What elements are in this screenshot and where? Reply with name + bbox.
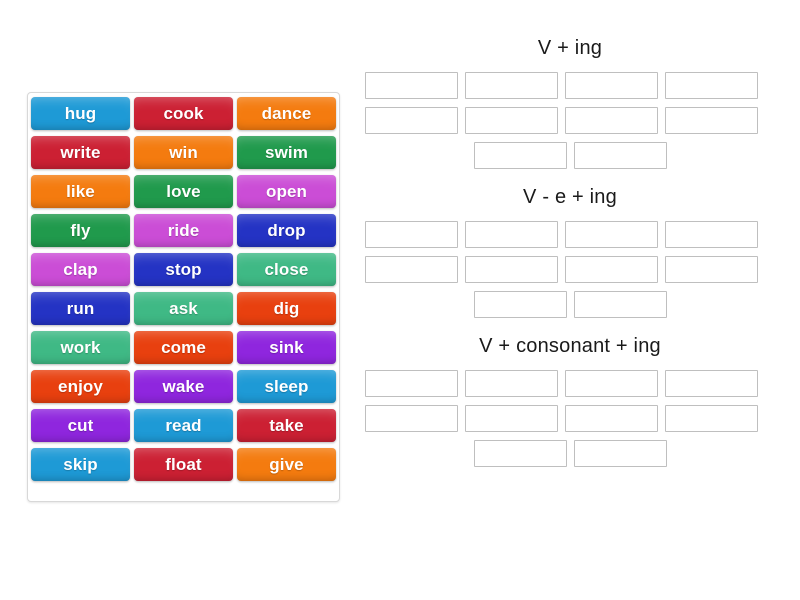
word-tile[interactable]: skip xyxy=(31,448,130,481)
drop-slot[interactable] xyxy=(573,142,667,169)
drop-slot[interactable] xyxy=(365,221,458,248)
drop-slot[interactable] xyxy=(665,221,758,248)
slot-row xyxy=(365,370,775,397)
word-tile[interactable]: drop xyxy=(237,214,336,247)
word-tile[interactable]: work xyxy=(31,331,130,364)
word-tile[interactable]: dance xyxy=(237,97,336,130)
drop-slot[interactable] xyxy=(665,72,758,99)
word-tile[interactable]: cut xyxy=(31,409,130,442)
word-tile[interactable]: hug xyxy=(31,97,130,130)
word-tile[interactable]: like xyxy=(31,175,130,208)
drop-slot[interactable] xyxy=(565,405,658,432)
word-tile[interactable]: swim xyxy=(237,136,336,169)
word-tile[interactable]: sink xyxy=(237,331,336,364)
word-tile[interactable]: enjoy xyxy=(31,370,130,403)
group-title: V - e + ing xyxy=(523,186,617,208)
drop-slot[interactable] xyxy=(473,440,567,467)
group-columns: V + ing V - e + ing V + consonant + ing xyxy=(365,36,775,483)
word-tile[interactable]: cook xyxy=(134,97,233,130)
group-section: V - e + ing xyxy=(365,185,775,318)
drop-slot[interactable] xyxy=(365,107,458,134)
word-tile[interactable]: read xyxy=(134,409,233,442)
slot-row xyxy=(365,291,775,318)
drop-slot[interactable] xyxy=(465,107,558,134)
drop-slot[interactable] xyxy=(465,72,558,99)
drop-slot[interactable] xyxy=(573,291,667,318)
word-tile[interactable]: stop xyxy=(134,253,233,286)
drop-slot[interactable] xyxy=(565,256,658,283)
drop-slot[interactable] xyxy=(665,370,758,397)
word-tile[interactable]: wake xyxy=(134,370,233,403)
slot-row xyxy=(365,142,775,169)
drop-slot[interactable] xyxy=(365,370,458,397)
word-tile[interactable]: take xyxy=(237,409,336,442)
word-tile[interactable]: love xyxy=(134,175,233,208)
word-tile[interactable]: write xyxy=(31,136,130,169)
word-tile[interactable]: sleep xyxy=(237,370,336,403)
drop-slot[interactable] xyxy=(565,107,658,134)
word-tile[interactable]: ride xyxy=(134,214,233,247)
word-tile[interactable]: ask xyxy=(134,292,233,325)
group-title: V + ing xyxy=(537,37,603,59)
word-tile[interactable]: close xyxy=(237,253,336,286)
group-section: V + ing xyxy=(365,36,775,169)
slot-row xyxy=(365,72,775,99)
drop-slot[interactable] xyxy=(465,221,558,248)
drop-slot[interactable] xyxy=(473,142,567,169)
word-tile[interactable]: come xyxy=(134,331,233,364)
drop-slot[interactable] xyxy=(365,256,458,283)
drop-slot[interactable] xyxy=(473,291,567,318)
word-tile[interactable]: open xyxy=(237,175,336,208)
word-tile[interactable]: clap xyxy=(31,253,130,286)
drop-slot[interactable] xyxy=(365,72,458,99)
drop-slot[interactable] xyxy=(465,370,558,397)
slot-row xyxy=(365,440,775,467)
drop-slot[interactable] xyxy=(573,440,667,467)
word-tile[interactable]: fly xyxy=(31,214,130,247)
drop-slot[interactable] xyxy=(665,256,758,283)
drop-slot[interactable] xyxy=(665,107,758,134)
word-tile[interactable]: give xyxy=(237,448,336,481)
drop-slot[interactable] xyxy=(665,405,758,432)
word-tile[interactable]: float xyxy=(134,448,233,481)
drop-slot[interactable] xyxy=(565,72,658,99)
drop-slot[interactable] xyxy=(565,370,658,397)
slot-row xyxy=(365,256,775,283)
group-title: V + consonant + ing xyxy=(479,335,661,357)
slot-row xyxy=(365,221,775,248)
drop-slot[interactable] xyxy=(465,405,558,432)
word-tile[interactable]: run xyxy=(31,292,130,325)
word-tile[interactable]: dig xyxy=(237,292,336,325)
drop-slot[interactable] xyxy=(565,221,658,248)
drop-slot[interactable] xyxy=(365,405,458,432)
slot-row xyxy=(365,405,775,432)
word-tile[interactable]: win xyxy=(134,136,233,169)
drop-slot[interactable] xyxy=(465,256,558,283)
group-section: V + consonant + ing xyxy=(365,334,775,467)
slot-row xyxy=(365,107,775,134)
